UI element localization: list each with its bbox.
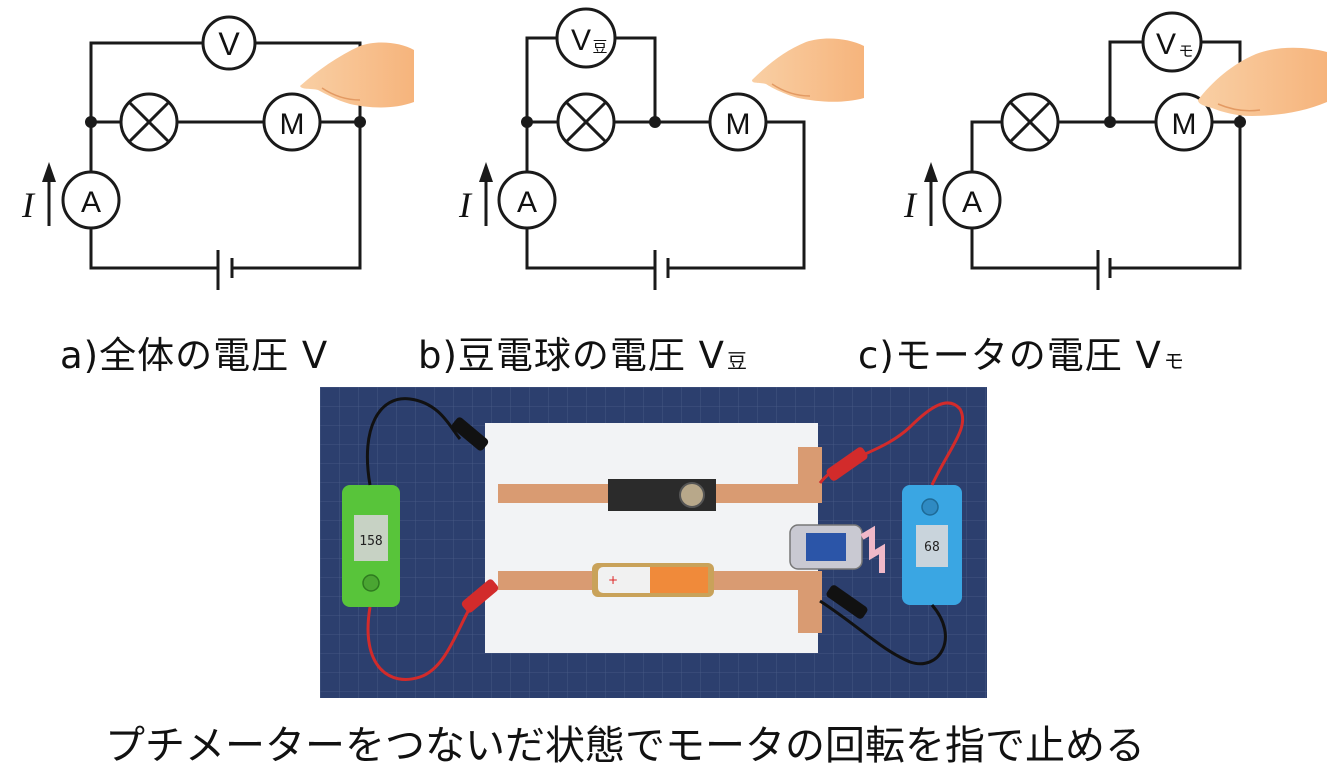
- voltmeter-label: V: [218, 26, 240, 62]
- circuit-a-labels: V M A I: [21, 26, 305, 225]
- ammeter-label: A: [517, 186, 537, 219]
- caption-a: a)全体の電圧 V: [60, 325, 330, 379]
- circuit-a-wires: [89, 41, 362, 270]
- current-label: I: [903, 185, 918, 225]
- junction-dot: [1104, 116, 1116, 128]
- caption-c-subscript: モ: [1163, 349, 1185, 373]
- motor-label: M: [1172, 108, 1197, 141]
- current-label: I: [21, 185, 36, 225]
- blue-meter-reading: 68: [924, 540, 940, 555]
- voltmeter-subscript: 豆: [592, 38, 607, 56]
- voltmeter-label: V: [1156, 28, 1176, 61]
- junction-dot: [649, 116, 661, 128]
- caption-a-text: a)全体の電圧 V: [60, 334, 329, 377]
- white-board: [485, 423, 818, 653]
- current-label: I: [458, 185, 473, 225]
- current-arrow: [42, 162, 56, 226]
- circuit-b-labels: V 豆 M A I: [458, 24, 751, 225]
- circuit-b: [479, 7, 806, 290]
- voltmeter-subscript: モ: [1178, 42, 1193, 60]
- junction-dot: [354, 116, 366, 128]
- circuit-b-wires: [525, 36, 806, 270]
- caption-c-text: c)モータの電圧 V: [858, 334, 1162, 377]
- battery-symbol: [216, 250, 234, 290]
- circuit-c-labels: V モ M A I: [903, 28, 1197, 225]
- circuit-a: [42, 15, 366, 290]
- ammeter-label: A: [81, 186, 101, 219]
- motor-symbol: [708, 92, 768, 152]
- voltmeter-symbol: [555, 7, 617, 69]
- motor-symbol: [1154, 92, 1214, 152]
- motor-label: M: [280, 108, 305, 141]
- hand-icon: [1198, 47, 1327, 116]
- lamp-symbol: [556, 92, 616, 152]
- circuit-c: [924, 11, 1246, 290]
- ammeter-symbol: [497, 170, 557, 230]
- junction-dot: [85, 116, 97, 128]
- current-arrow: [924, 162, 938, 226]
- battery: +: [592, 563, 714, 597]
- battery-symbol: [1096, 250, 1112, 290]
- alligator-clips: [451, 417, 868, 619]
- caption-b-subscript: 豆: [727, 349, 748, 373]
- battery-symbol: [653, 250, 670, 290]
- green-meter-reading: 158: [359, 534, 382, 549]
- green-petit-meter: 158: [342, 485, 400, 607]
- voltmeter-label: V: [571, 24, 591, 57]
- bottom-caption: プチメーターをつないだ状態でモータの回転を指で止める: [105, 723, 1145, 769]
- caption-b-text: b)豆電球の電圧 V: [418, 334, 725, 377]
- voltmeter-symbol: [1141, 11, 1203, 73]
- ammeter-symbol: [942, 170, 1002, 230]
- motor-symbol: [262, 92, 322, 152]
- motor-label: M: [726, 108, 751, 141]
- hand-icon: [752, 38, 864, 102]
- bulb-holder: [608, 479, 716, 511]
- blue-petit-meter: 68: [902, 485, 962, 605]
- circuit-c-wires: [970, 40, 1242, 270]
- ammeter-label: A: [962, 186, 982, 219]
- lamp-symbol: [119, 92, 179, 152]
- voltmeter-symbol: [201, 15, 257, 71]
- ammeter-symbol: [61, 170, 121, 230]
- svg-text:+: +: [608, 573, 618, 587]
- junction-dot: [521, 116, 533, 128]
- lamp-symbol: [1000, 92, 1060, 152]
- junction-dot: [1234, 116, 1246, 128]
- hand-icon: [300, 42, 414, 108]
- current-arrow: [479, 162, 493, 226]
- motor: [789, 524, 885, 573]
- experiment-photo: + 158 68: [320, 387, 987, 698]
